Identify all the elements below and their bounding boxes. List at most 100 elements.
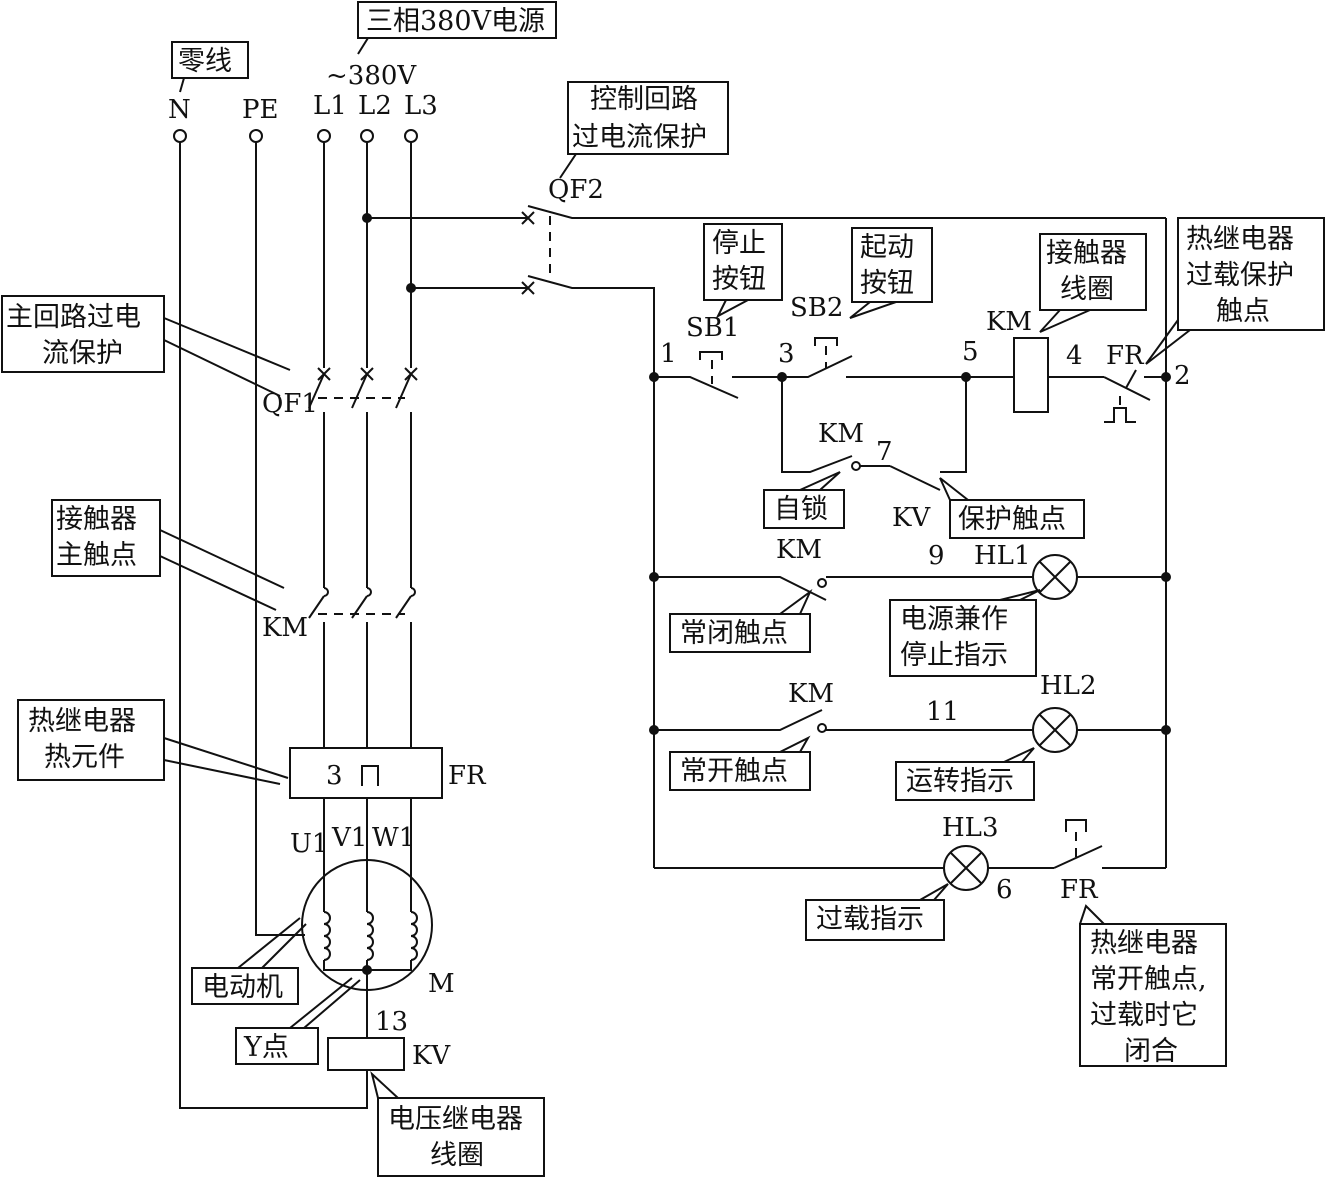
qf2-breaker: QF2: [521, 175, 1166, 868]
callout-thermal-element-2: 热元件: [44, 742, 125, 773]
kv-protect-contact: KV: [889, 377, 967, 533]
callout-kv-coil-1: 电压继电器: [388, 1104, 523, 1135]
label-QF2: QF2: [548, 175, 604, 205]
label-KM-selflock: KM: [818, 419, 864, 449]
label-PE: PE: [242, 95, 278, 125]
fr-thermal-element: 3 FR: [289, 747, 487, 900]
label-node-13: 13: [375, 1007, 408, 1037]
callout-ctrl-protect-1: 控制回路: [590, 84, 698, 115]
label-node-5: 5: [962, 337, 979, 367]
callout-start-2: 按钮: [860, 268, 914, 299]
callout-fr-overload-3: 触点: [1216, 296, 1270, 327]
callout-contactor-coil-2: 线圈: [1060, 274, 1114, 305]
main-circuit: QF1 KM 3 FR U1 V1 W1: [179, 142, 528, 1109]
hl1-lamp: HL1: [974, 541, 1166, 600]
callout-fr-overload-1: 热继电器: [1186, 224, 1294, 255]
label-node-1: 1: [660, 339, 677, 369]
control-circuit: 1 SB1 3 SB2 5 KM 4 FR: [649, 218, 1191, 905]
label-KV-coil: KV: [412, 1041, 451, 1071]
callout-main-protect-2: 流保护: [42, 338, 123, 369]
callout-fr-no-3: 过载时它: [1090, 1000, 1198, 1031]
terminal-PE: [249, 129, 263, 143]
label-U1: U1: [290, 829, 328, 859]
sb1-stop-button: SB1: [654, 313, 782, 399]
callout-self-lock: 自锁: [774, 494, 828, 525]
callout-no-contact: 常开触点: [680, 756, 788, 787]
callout-motor: 电动机: [202, 972, 283, 1003]
label-W1: W1: [372, 823, 415, 853]
callout-three-phase: 三相380V电源: [366, 6, 545, 37]
callout-power-stop-2: 停止指示: [900, 640, 1008, 671]
label-node-4: 4: [1066, 341, 1083, 371]
label-QF1: QF1: [262, 389, 318, 419]
label-FR-main: FR: [448, 761, 487, 791]
km-coil: KM: [966, 307, 1104, 413]
label-FR-ctrl: FR: [1106, 341, 1145, 371]
label-FR-heater: 3: [326, 761, 343, 791]
label-HL2: HL2: [1040, 671, 1096, 701]
label-N: N: [168, 95, 191, 125]
label-M: M: [428, 969, 455, 999]
km-main-contacts: KM: [262, 587, 416, 748]
callout-thermal-element-1: 热继电器: [28, 706, 136, 737]
label-node-3: 3: [778, 339, 795, 369]
sb2-start-button: SB2: [782, 293, 966, 378]
terminal-L1: [317, 129, 331, 143]
callout-neutral: 零线: [178, 46, 232, 77]
hl3-lamp: HL3 6: [654, 813, 1054, 905]
qf1-breaker: QF1: [262, 367, 418, 588]
label-FR-no: FR: [1060, 875, 1099, 905]
label-L3: L3: [404, 91, 438, 121]
km-no-contact: KM 11: [654, 679, 1032, 733]
terminal-L3: [404, 129, 418, 143]
callout-fr-no-1: 热继电器: [1090, 928, 1198, 959]
callout-main-protect-1: 主回路过电: [6, 302, 141, 333]
label-HL3: HL3: [942, 813, 998, 843]
label-KM-coil: KM: [986, 307, 1032, 337]
label-voltage: ~380V: [326, 61, 417, 91]
fr-nc-contact: FR: [1103, 341, 1166, 423]
label-KV-contact: KV: [892, 503, 931, 533]
label-SB2: SB2: [790, 293, 843, 323]
hl2-lamp: HL2: [1032, 671, 1166, 753]
label-node-2: 2: [1174, 361, 1191, 391]
label-HL1: HL1: [974, 541, 1030, 571]
callout-contactor-main-1: 接触器: [56, 504, 137, 535]
label-L2: L2: [358, 91, 392, 121]
label-L1: L1: [313, 91, 347, 121]
callout-ctrl-protect-2: 过电流保护: [572, 122, 707, 153]
callout-run: 运转指示: [906, 766, 1014, 797]
supply-terminals: N PE L1 L2 L3 ~380V: [168, 61, 438, 143]
callout-nc-contact: 常闭触点: [680, 618, 788, 649]
label-KM-no: KM: [788, 679, 834, 709]
label-KM-nc: KM: [776, 535, 822, 565]
label-SB1: SB1: [686, 313, 739, 343]
callout-star-point: Y点: [243, 1032, 289, 1063]
km-self-lock-contact: KM 7: [781, 377, 893, 473]
callout-fr-overload-2: 过载保护: [1186, 260, 1294, 291]
terminal-N: [173, 129, 187, 143]
label-node-6: 6: [996, 875, 1013, 905]
label-node-11: 11: [926, 697, 959, 727]
callout-stop-1: 停止: [712, 228, 766, 259]
callout-fr-no-4: 闭合: [1124, 1036, 1178, 1067]
callout-start-1: 起动: [860, 232, 914, 263]
fr-no-contact: FR: [1053, 819, 1166, 905]
label-node-9: 9: [928, 541, 945, 571]
motor: M: [301, 859, 455, 1038]
callout-stop-2: 按钮: [712, 264, 766, 295]
label-KM-main: KM: [262, 613, 308, 643]
label-node-7: 7: [876, 437, 893, 467]
callout-contactor-coil-1: 接触器: [1046, 238, 1127, 269]
callout-power-stop-1: 电源兼作: [900, 604, 1008, 635]
callout-protect-contact: 保护触点: [958, 504, 1066, 535]
kv-coil: [327, 1037, 405, 1071]
callout-fr-no-2: 常开触点,: [1090, 964, 1207, 995]
callout-overload: 过载指示: [816, 904, 924, 935]
callout-kv-coil-2: 线圈: [430, 1140, 484, 1171]
terminal-L2: [360, 129, 374, 143]
label-V1: V1: [331, 823, 367, 853]
callout-contactor-main-2: 主触点: [56, 540, 137, 571]
